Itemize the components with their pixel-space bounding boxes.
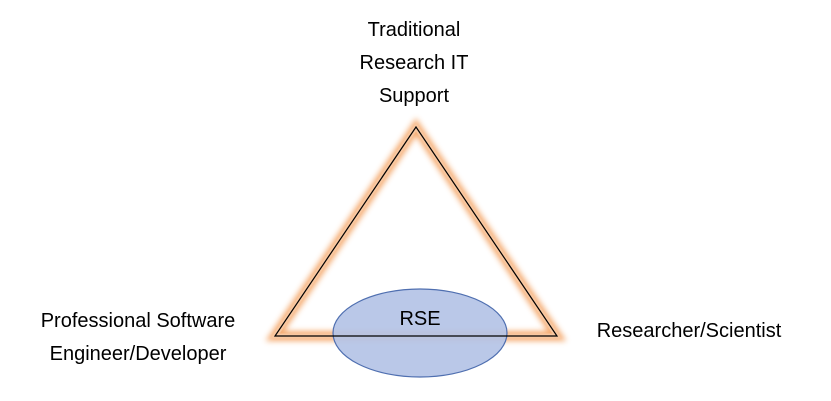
vertex-label-top-line-3: Support: [378, 85, 450, 107]
vertex-label-right-line-1: Researcher/Scientist: [596, 320, 782, 342]
center-label-rse: RSE: [380, 303, 460, 336]
vertex-label-left-line-1: Professional Software: [40, 310, 236, 332]
vertex-label-left: Professional Software Engineer/Developer: [18, 305, 258, 371]
vertex-label-left-line-2: Engineer/Developer: [49, 343, 227, 365]
triangle-outline: [273, 125, 559, 337]
vertex-label-top-line-1: Traditional: [367, 19, 461, 41]
vertex-label-top: Traditional Research IT Support: [314, 14, 514, 113]
vertex-label-top-line-2: Research IT: [359, 52, 469, 74]
vertex-label-right: Researcher/Scientist: [574, 315, 804, 348]
center-label-rse-text: RSE: [399, 308, 441, 330]
